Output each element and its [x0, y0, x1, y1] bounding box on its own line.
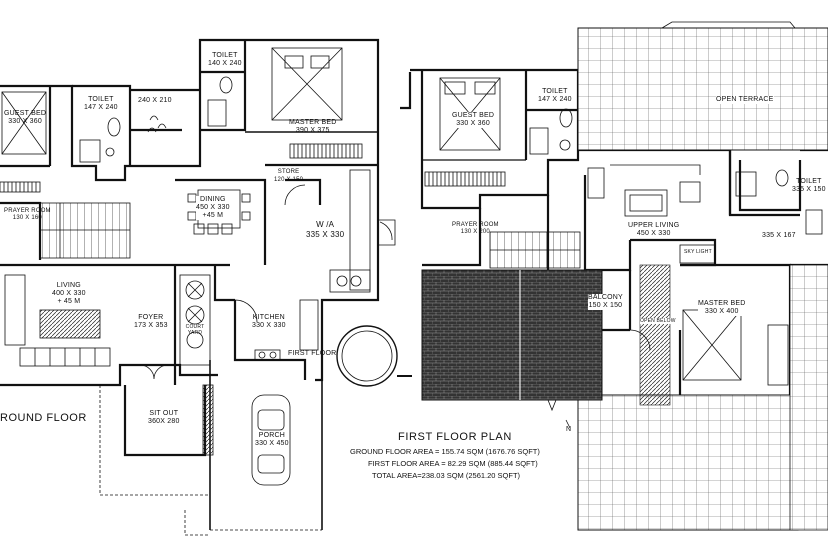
ff-master-bed-label: MASTER BED 330 x 400	[698, 300, 746, 316]
gf-wa-label: W /A 335 x 330	[306, 220, 344, 240]
room-name: SKY LIGHT	[684, 249, 712, 255]
ff-open-terrace-label: OPEN TERRACE	[716, 96, 774, 104]
room-name: FOYER	[138, 314, 164, 321]
gf-court-label: COURT YARD	[182, 324, 208, 336]
ff-toilet2-label: TOILET 335 x 150	[792, 178, 826, 194]
room-size: 330 x 400	[704, 308, 739, 315]
ground-floor-fixtures	[0, 47, 412, 486]
room-size: 130 X 160	[12, 215, 42, 221]
room-size: 450 X 330	[636, 230, 671, 237]
room-size: 150 x 150	[588, 302, 623, 309]
room-size: 400 x 330	[52, 290, 86, 297]
gf-guest-bed-label: GUEST BED 330 x 360	[4, 110, 46, 126]
ff-dress2-label: 335 x 167	[762, 232, 796, 240]
total-area-text: TOTAL AREA=238.03 SQM (2561.20 SQFT)	[372, 471, 521, 480]
gf-living-label: LIVING 400 x 330 + 45 M	[52, 282, 86, 306]
gf-mb-toilet-label: TOILET 140 x 240	[208, 52, 242, 68]
ff-prayer-label: PRAYER ROOM 130 X 200	[452, 222, 499, 236]
first-floor-title: FIRST FLOOR PLAN	[398, 431, 512, 443]
room-size: 330 x 360	[456, 120, 490, 127]
room-name: PORCH	[258, 432, 285, 439]
ff-open-below-label: OPEN BELOW	[640, 318, 676, 324]
open-terrace-tiles	[577, 27, 828, 151]
gf-prayer-label: PRAYER ROOM 130 X 160	[4, 208, 51, 222]
room-size: 147 x 240	[538, 96, 572, 103]
room-name: GUEST BED	[452, 112, 495, 119]
gf-master-bed-label: MASTER BED 390 x 375	[289, 119, 337, 135]
room-size: 147 x 240	[84, 104, 118, 111]
room-name: SIT OUT	[149, 410, 179, 417]
room-name: MASTER BED	[698, 300, 746, 307]
room-size: 450 x 330	[196, 204, 230, 211]
room-name: W /A	[316, 220, 335, 229]
room-size: 140 x 240	[208, 60, 242, 67]
room-name: GUEST BED	[4, 110, 47, 117]
ff-balcony-label: BALCONY 150 x 150	[588, 294, 623, 310]
room-size: 330 x 360	[8, 118, 42, 125]
room-name: MASTER BED	[289, 119, 337, 126]
room-size: 240 x 210	[138, 97, 172, 104]
room-size: 173 x 353	[134, 322, 168, 329]
ff-skylight-label: SKY LIGHT	[684, 249, 712, 255]
first-floor-note: FIRST FLOOR	[288, 350, 337, 357]
room-size: 335 x 167	[762, 232, 796, 239]
gf-kitchen-label: KITCHEN 330 x 330	[252, 314, 286, 330]
room-name: PRAYER ROOM	[452, 222, 499, 228]
gf-store-label: STORE 120 X 150	[274, 168, 303, 184]
room-size: 330 x 450	[255, 440, 289, 447]
room-name: PRAYER ROOM	[4, 208, 51, 214]
gf-dress-label: 240 x 210	[138, 97, 172, 105]
room-name: OPEN BELOW	[640, 318, 676, 324]
room-name: COURT YARD	[185, 324, 205, 336]
balcony-tiles-lower	[577, 394, 799, 531]
room-name: OPEN TERRACE	[716, 96, 774, 103]
gf-porch-label: PORCH 330 x 450	[255, 432, 289, 448]
ff-toilet-label: TOILET 147 x 240	[538, 88, 572, 104]
room-extra: + 45 M	[57, 298, 81, 305]
room-name: BALCONY	[588, 294, 623, 301]
gf-toilet1-label: TOILET 147 x 240	[84, 96, 118, 112]
room-extra: +45 M	[202, 212, 224, 219]
gf-foyer-label: FOYER 173 x 353	[134, 314, 168, 330]
gf-sitout-label: SIT OUT 360x 280	[148, 410, 180, 426]
room-name: KITCHEN	[252, 314, 285, 321]
room-size: 390 x 375	[295, 127, 330, 134]
ff-upper-living-label: UPPER LIVING 450 X 330	[628, 222, 680, 238]
room-size: 120 X 150	[274, 177, 304, 183]
ground-area-text: GROUND FLOOR AREA = 155.74 SQM (1676.76 …	[350, 447, 540, 456]
room-size: 335 x 150	[792, 186, 826, 193]
roof-tiles	[421, 269, 603, 401]
room-size: 330 x 330	[252, 322, 286, 329]
room-name: DINING	[200, 196, 226, 203]
room-size: 335 x 330	[306, 230, 345, 239]
room-name: TOILET	[88, 96, 114, 103]
room-name: LIVING	[56, 282, 81, 289]
room-name: STORE	[277, 169, 300, 175]
open-below-tiles	[789, 264, 828, 531]
room-name: UPPER LIVING	[628, 222, 680, 229]
ground-floor-plan	[0, 38, 380, 536]
north-mark: N	[566, 426, 572, 433]
room-name: TOILET	[542, 88, 568, 95]
room-name: TOILET	[796, 178, 822, 185]
gf-dining-label: DINING 450 x 330 +45 M	[196, 196, 230, 220]
first-area-text: FIRST FLOOR AREA = 82.29 SQM (885.44 SQF…	[368, 459, 538, 468]
room-size: 130 X 200	[460, 229, 490, 235]
room-name: TOILET	[212, 52, 238, 59]
ff-guest-bed-label: GUEST BED 330 x 360	[452, 112, 495, 128]
room-size: 360x 280	[148, 418, 180, 425]
ground-floor-title: ROUND FLOOR	[0, 412, 87, 424]
